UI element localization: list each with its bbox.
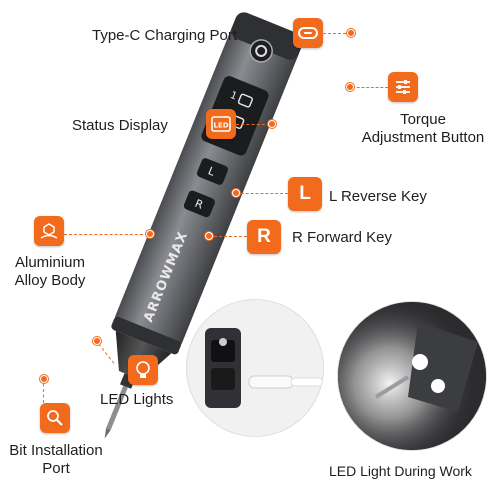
magnifier-bit-icon xyxy=(46,409,64,427)
usb-c-badge xyxy=(293,18,323,48)
label-l-reverse: L Reverse Key xyxy=(329,188,427,205)
label-bit-port: Bit Installation Port xyxy=(9,442,103,477)
usb-c-icon xyxy=(298,27,318,39)
led-work-inset-photo xyxy=(338,302,486,450)
label-led-work: LED Light During Work xyxy=(329,463,472,479)
led-screen-badge: LED xyxy=(206,109,236,139)
hand-cube-icon xyxy=(39,222,59,240)
label-aluminium: Aluminium Alloy Body xyxy=(14,254,86,289)
brand-logo: ARROWMAX xyxy=(141,229,191,324)
l-badge: L xyxy=(288,177,322,211)
svg-text:LED: LED xyxy=(213,122,228,130)
svg-text:R: R xyxy=(193,197,205,212)
label-led-lights: LED Lights xyxy=(100,391,174,408)
svg-text:L: L xyxy=(206,164,217,179)
label-type-c: Type-C Charging Port xyxy=(92,27,238,44)
charging-inset-photo xyxy=(187,300,323,436)
label-r-forward: R Forward Key xyxy=(292,229,393,246)
l-key[interactable] xyxy=(196,157,229,186)
svg-text:1: 1 xyxy=(228,90,238,102)
sliders-badge xyxy=(388,72,418,102)
r-badge: R xyxy=(247,220,281,254)
bulb-icon xyxy=(135,360,151,380)
bulb-badge xyxy=(128,355,158,385)
magnifier-badge xyxy=(40,403,70,433)
label-status: Status Display xyxy=(72,117,168,134)
led-screen-icon: LED xyxy=(211,116,231,132)
hand-cube-badge xyxy=(34,216,64,246)
sliders-icon xyxy=(394,78,412,96)
r-key[interactable] xyxy=(183,189,216,218)
label-torque: Torque Adjustment Button xyxy=(361,111,485,146)
